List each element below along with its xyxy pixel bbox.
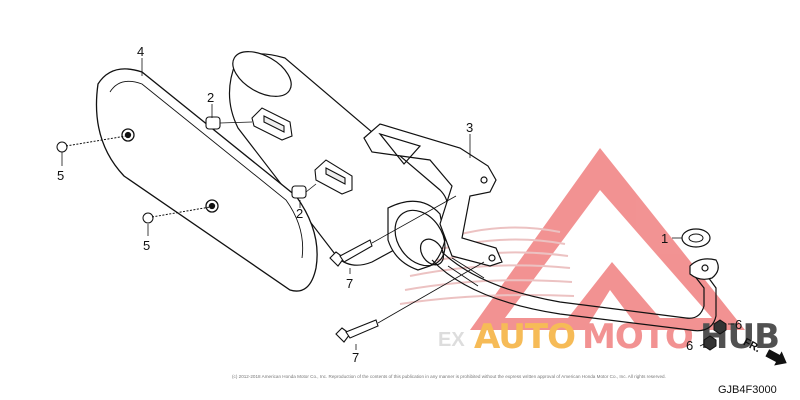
watermark-triangle-icon [470,148,745,330]
watermark-faint-text: EX [438,329,465,351]
nut-6a-icon [713,319,727,335]
muffler-mount-tabs [251,107,353,195]
muffler-bracket [363,123,503,267]
callout-1: 1 [661,231,668,246]
callout-3: 3 [466,120,473,135]
callout-5a: 5 [57,168,64,183]
callout-2b: 2 [296,206,303,221]
callout-6a: 6 [735,317,742,332]
screw-5b-icon [142,206,211,224]
exhaust-gasket [681,228,711,248]
callout-4: 4 [137,44,144,59]
exhaust-pipe [431,251,719,332]
bolt-7a-icon [329,195,457,267]
watermark-auto-text: AUTO [474,317,575,357]
bolt-7b-icon [335,261,485,343]
callout-7a: 7 [346,276,353,291]
arrow-right-icon [765,349,787,366]
callout-6b: 6 [686,338,693,353]
callout-5b: 5 [143,238,150,253]
muffler-body [228,51,449,271]
diagram-code: GJB4F3000 [718,384,777,396]
rubber-mount-2a-icon [205,116,253,130]
copyright-notice: (c) 2012-2018 American Honda Motor Co., … [232,374,666,379]
heat-shield [95,68,318,292]
callout-2a: 2 [207,90,214,105]
wing-logo-icon [399,226,575,305]
watermark-logo: EX AUTO MOTO HUB [399,148,780,357]
leader-lines [61,58,734,350]
nut-6b-icon [703,335,717,351]
rubber-mount-2b-icon [291,183,317,199]
callout-7b: 7 [352,350,359,365]
